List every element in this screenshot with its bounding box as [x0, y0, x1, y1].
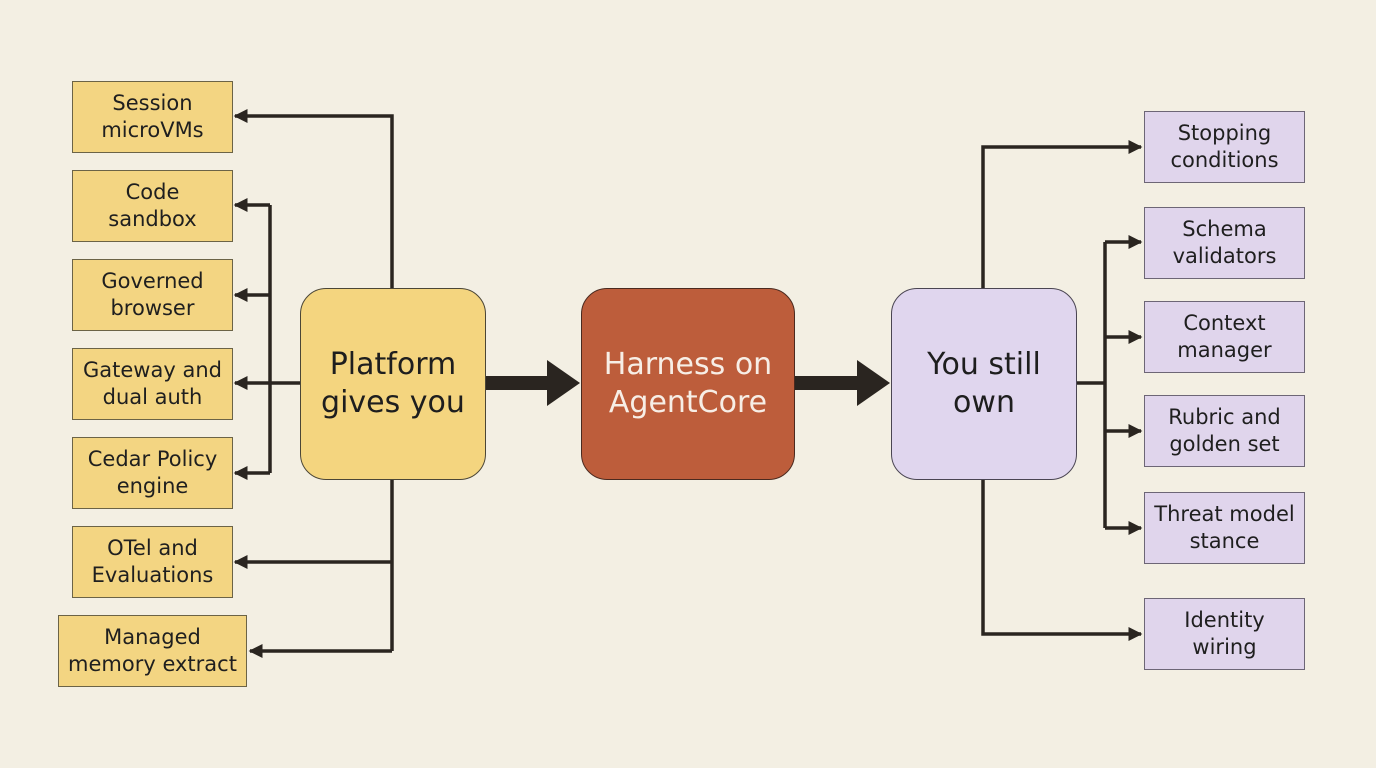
own-item-threat: Threat model stance	[1144, 492, 1305, 564]
hub-own: You still own	[891, 288, 1077, 480]
main-arrow-head-1	[547, 360, 580, 406]
own-item-schema: Schema validators	[1144, 207, 1305, 279]
connector-own-identity	[981, 480, 1143, 641]
own-item-stopping: Stopping conditions	[1144, 111, 1305, 183]
main-arrow-shaft-1	[485, 376, 549, 390]
main-arrow-shaft-2	[795, 376, 859, 390]
own-item-identity: Identity wiring	[1144, 598, 1305, 670]
platform-item-code-sandbox: Code sandbox	[72, 170, 233, 242]
connector-platform-bus	[268, 205, 300, 473]
platform-item-session: Session microVMs	[72, 81, 233, 153]
connector-platform-session	[233, 109, 394, 288]
platform-item-browser: Governed browser	[72, 259, 233, 331]
platform-item-memory: Managed memory extract	[58, 615, 247, 687]
own-item-context: Context manager	[1144, 301, 1305, 373]
hub-harness: Harness on AgentCore	[581, 288, 795, 480]
hub-platform: Platform gives you	[300, 288, 486, 480]
own-item-rubric: Rubric and golden set	[1144, 395, 1305, 467]
platform-item-otel: OTel and Evaluations	[72, 526, 233, 598]
platform-item-cedar: Cedar Policy engine	[72, 437, 233, 509]
connector-own-stopping	[981, 140, 1143, 288]
platform-item-gateway: Gateway and dual auth	[72, 348, 233, 420]
main-arrow-head-2	[857, 360, 890, 406]
connector-own-bus	[1077, 242, 1107, 528]
